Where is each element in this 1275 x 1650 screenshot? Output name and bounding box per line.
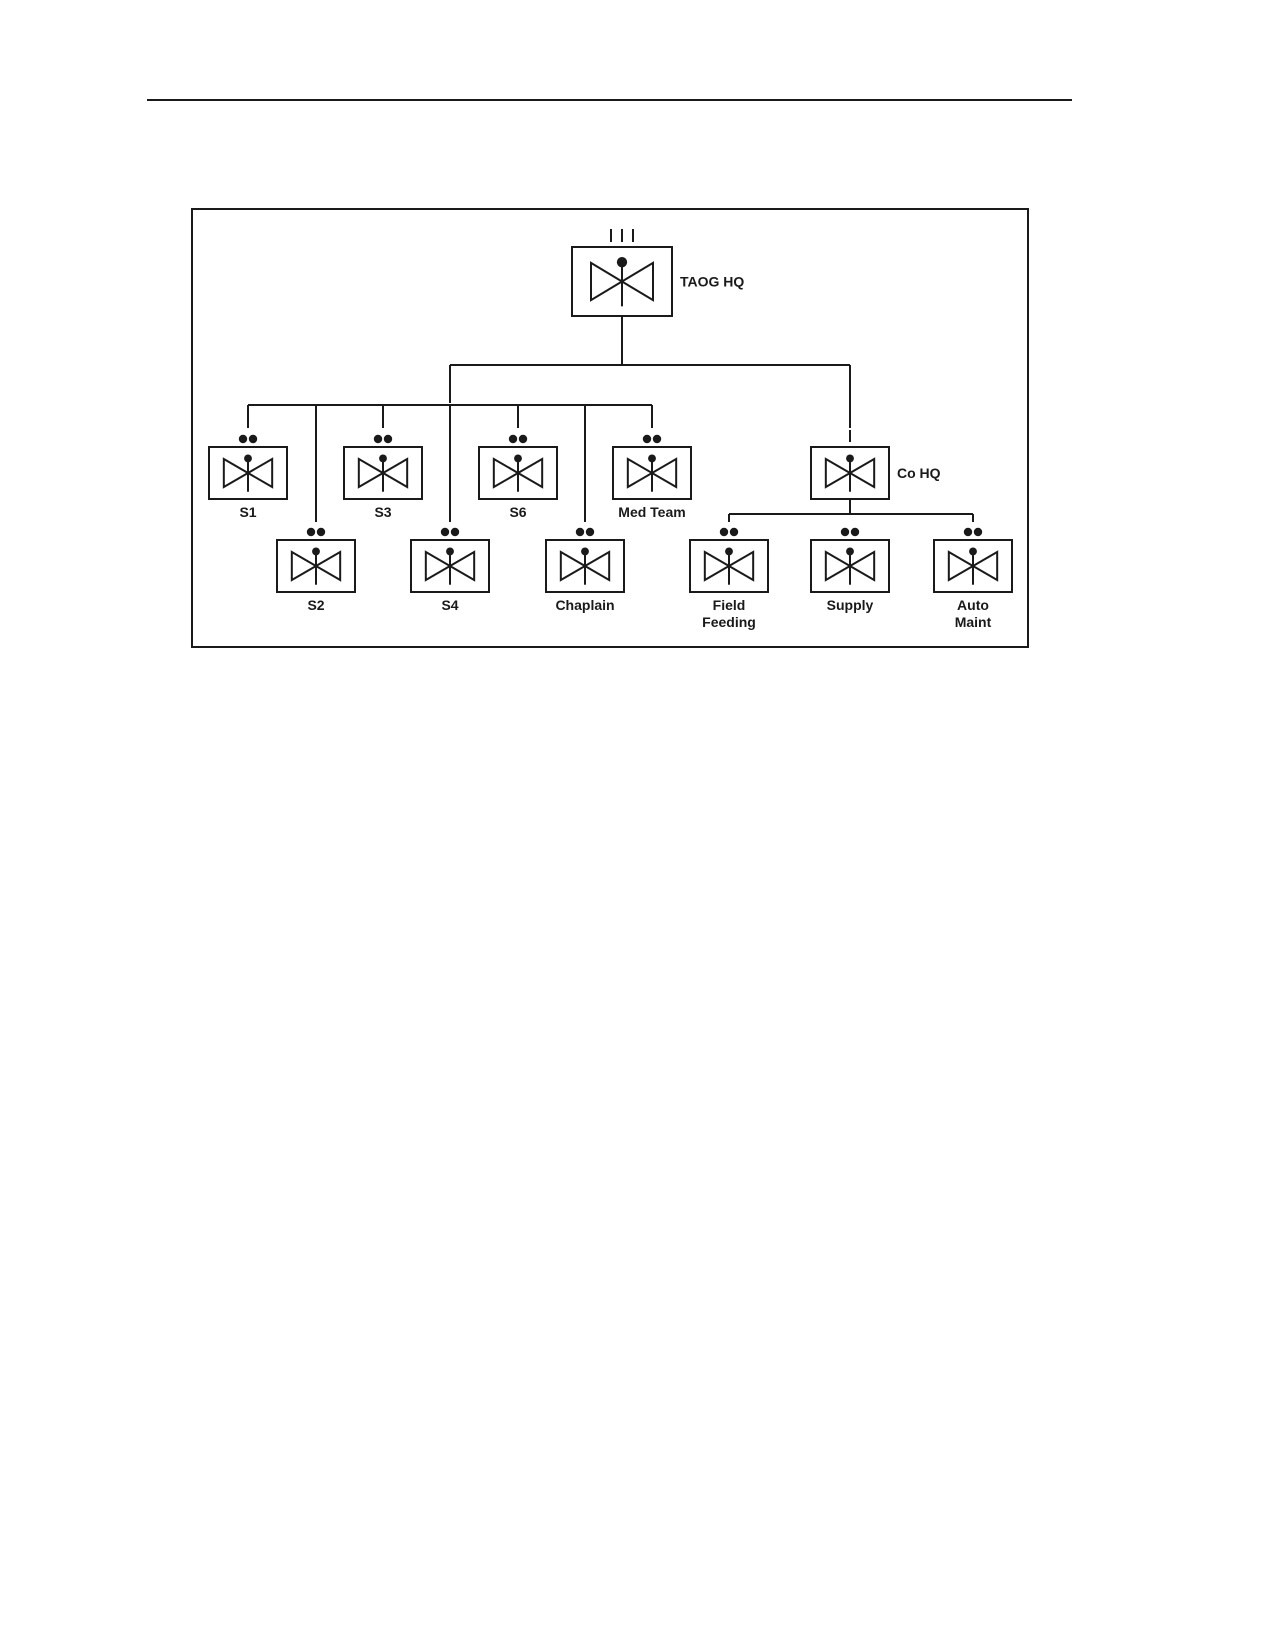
- unit-symbol-icon: [590, 257, 654, 307]
- unit-label: Auto: [957, 597, 989, 613]
- echelon-mark-icon: [373, 434, 393, 444]
- unit-symbol-icon: [222, 454, 274, 492]
- echelon-mark-icon: [575, 527, 595, 537]
- echelon-mark-icon: [508, 434, 528, 444]
- echelon-mark-icon: [642, 434, 662, 444]
- unit-node-supply: Supply: [810, 527, 890, 613]
- unit-label: Chaplain: [555, 597, 614, 613]
- unit-node-med-team: Med Team: [612, 434, 692, 520]
- unit-label: S3: [374, 504, 391, 520]
- unit-label: TAOG HQ: [680, 274, 744, 290]
- unit-label: Maint: [955, 614, 992, 630]
- echelon-mark-icon: [238, 434, 258, 444]
- unit-label: Med Team: [618, 504, 685, 520]
- unit-symbol-icon: [626, 454, 678, 492]
- unit-symbol-icon: [357, 454, 409, 492]
- unit-box: [810, 446, 890, 500]
- unit-node-s1: S1: [208, 434, 288, 520]
- unit-label: S6: [509, 504, 526, 520]
- unit-symbol-icon: [492, 454, 544, 492]
- unit-node-chaplain: Chaplain: [545, 527, 625, 613]
- unit-box: [545, 539, 625, 593]
- echelon-mark-icon: [440, 527, 460, 537]
- unit-box: [410, 539, 490, 593]
- unit-node-co-hq: Co HQ: [810, 430, 941, 500]
- unit-box: [276, 539, 356, 593]
- unit-box: [208, 446, 288, 500]
- unit-box: [478, 446, 558, 500]
- unit-node-s6: S6: [478, 434, 558, 520]
- echelon-mark-icon: [719, 527, 739, 537]
- unit-label: Field: [713, 597, 746, 613]
- unit-label: Feeding: [702, 614, 756, 630]
- unit-box: [571, 246, 673, 317]
- unit-box: [689, 539, 769, 593]
- unit-label: Supply: [827, 597, 874, 613]
- unit-label: S1: [239, 504, 256, 520]
- unit-label: Co HQ: [897, 465, 941, 481]
- unit-node-taog-hq: TAOG HQ: [571, 229, 744, 317]
- unit-node-s2: S2: [276, 527, 356, 613]
- unit-symbol-icon: [824, 547, 876, 585]
- unit-label: S2: [307, 597, 324, 613]
- unit-symbol-icon: [824, 454, 876, 492]
- echelon-mark-icon: [306, 527, 326, 537]
- header-rule: [147, 99, 1072, 101]
- unit-symbol-icon: [424, 547, 476, 585]
- echelon-mark-icon: [963, 527, 983, 537]
- unit-symbol-icon: [947, 547, 999, 585]
- unit-node-s4: S4: [410, 527, 490, 613]
- unit-symbol-icon: [559, 547, 611, 585]
- unit-symbol-icon: [290, 547, 342, 585]
- unit-box: [810, 539, 890, 593]
- unit-box: [343, 446, 423, 500]
- unit-node-s3: S3: [343, 434, 423, 520]
- unit-symbol-icon: [703, 547, 755, 585]
- unit-label: S4: [441, 597, 458, 613]
- unit-box: [933, 539, 1013, 593]
- echelon-mark-icon: [840, 527, 860, 537]
- echelon-mark-icon: [610, 229, 634, 242]
- diagram-frame: [191, 208, 1029, 648]
- connector-lines: [247, 316, 974, 522]
- unit-box: [612, 446, 692, 500]
